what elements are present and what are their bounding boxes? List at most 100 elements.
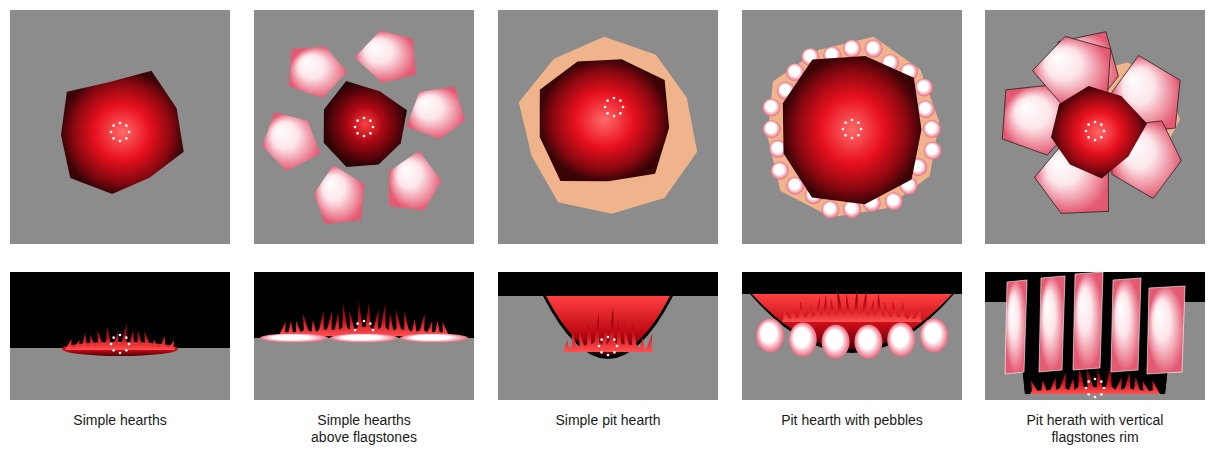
ember-dot bbox=[857, 134, 860, 137]
ember-dot bbox=[1087, 123, 1090, 126]
ember-dot bbox=[851, 119, 854, 122]
ember-dot bbox=[1100, 393, 1103, 396]
ember-dot bbox=[613, 97, 616, 100]
ember-dot bbox=[125, 137, 128, 140]
pebble bbox=[763, 98, 781, 116]
vertical-flagstone bbox=[1111, 278, 1141, 372]
section-ground bbox=[498, 296, 718, 400]
flames bbox=[65, 322, 175, 350]
ember-dot bbox=[125, 124, 128, 127]
ember-dot bbox=[607, 336, 610, 339]
plan-view bbox=[498, 10, 718, 244]
ember-dot bbox=[1087, 393, 1090, 396]
ember-dot bbox=[125, 336, 128, 339]
plan-ground bbox=[498, 10, 718, 244]
flagstone bbox=[406, 87, 465, 139]
plan-view bbox=[254, 10, 474, 244]
section-ground bbox=[254, 338, 474, 400]
flagstone bbox=[260, 334, 328, 343]
plan-ground bbox=[10, 10, 230, 244]
hearth-fire bbox=[1051, 86, 1147, 179]
ember-dot bbox=[844, 121, 847, 124]
ember-dot bbox=[619, 99, 622, 102]
ember-dot bbox=[1103, 387, 1106, 390]
pebble bbox=[822, 325, 850, 359]
flagstone bbox=[389, 151, 442, 211]
ember-dot bbox=[119, 334, 122, 337]
pebble bbox=[885, 192, 903, 210]
ember-dot bbox=[613, 351, 616, 354]
flames bbox=[563, 307, 653, 352]
plan-ground bbox=[254, 10, 474, 244]
section-view bbox=[498, 272, 718, 400]
ember-dot bbox=[363, 320, 366, 323]
flagstone bbox=[355, 30, 416, 82]
hearth-fire bbox=[783, 56, 922, 204]
ember-dot bbox=[1087, 380, 1090, 383]
ember-dot bbox=[606, 99, 609, 102]
hearth-fire bbox=[540, 59, 669, 181]
ember-dot bbox=[1100, 380, 1103, 383]
ember-dot bbox=[112, 336, 115, 339]
vertical-flagstone bbox=[1005, 280, 1027, 374]
pebble bbox=[915, 78, 933, 96]
ember-dot bbox=[354, 126, 357, 129]
ember-dot bbox=[622, 106, 625, 109]
plan-ground bbox=[742, 10, 962, 244]
plan-view bbox=[742, 10, 962, 244]
plan-view bbox=[10, 10, 230, 244]
pebble bbox=[924, 142, 942, 160]
ember-dot bbox=[356, 335, 359, 338]
ember-dot bbox=[1087, 136, 1090, 139]
section-view bbox=[10, 272, 230, 400]
ember-dot bbox=[354, 329, 357, 332]
ember-dot bbox=[842, 128, 845, 131]
ember-dot bbox=[1094, 378, 1097, 381]
ember-dot bbox=[119, 140, 122, 143]
pebble bbox=[756, 318, 784, 352]
ember-dot bbox=[613, 115, 616, 118]
flagstone bbox=[314, 165, 364, 224]
ember-dot bbox=[110, 131, 113, 134]
ember-dot bbox=[128, 131, 131, 134]
ember-dot bbox=[128, 343, 131, 346]
flagstone bbox=[330, 334, 398, 343]
pit-edge bbox=[519, 37, 697, 214]
caption: Simple hearths bbox=[20, 412, 220, 429]
ember-dot bbox=[356, 119, 359, 122]
pebble bbox=[843, 40, 861, 58]
ember-dot bbox=[110, 343, 113, 346]
ember-dot bbox=[616, 345, 619, 348]
ember-dot bbox=[112, 124, 115, 127]
pit-fill bbox=[546, 296, 670, 355]
pit-edge bbox=[767, 37, 939, 218]
hearth-fire bbox=[61, 71, 184, 194]
ember-dot bbox=[125, 349, 128, 352]
ember-dot bbox=[356, 132, 359, 135]
ember-dot bbox=[369, 322, 372, 325]
section-view bbox=[254, 272, 474, 400]
hearth-fire bbox=[324, 81, 407, 167]
ember-dot bbox=[606, 112, 609, 115]
ember-dot bbox=[600, 351, 603, 354]
ember-dot bbox=[119, 122, 122, 125]
ember-dot bbox=[363, 135, 366, 138]
ember-dot bbox=[598, 345, 601, 348]
pebble bbox=[887, 323, 915, 357]
pebble bbox=[854, 325, 882, 359]
ember-dot bbox=[363, 117, 366, 120]
ember-dot bbox=[613, 338, 616, 341]
ember-dot bbox=[607, 354, 610, 357]
pebble bbox=[865, 40, 883, 58]
plan-view bbox=[985, 10, 1205, 244]
caption: Simple pit hearth bbox=[508, 412, 708, 429]
section-view bbox=[742, 272, 962, 400]
caption: Pit herath with vertical flagstones rim bbox=[1015, 412, 1175, 446]
ember-dot bbox=[619, 112, 622, 115]
ember-dot bbox=[372, 126, 375, 129]
ember-dot bbox=[369, 119, 372, 122]
pebble bbox=[771, 162, 789, 180]
caption: Simple hearths above flagstones bbox=[299, 412, 429, 446]
